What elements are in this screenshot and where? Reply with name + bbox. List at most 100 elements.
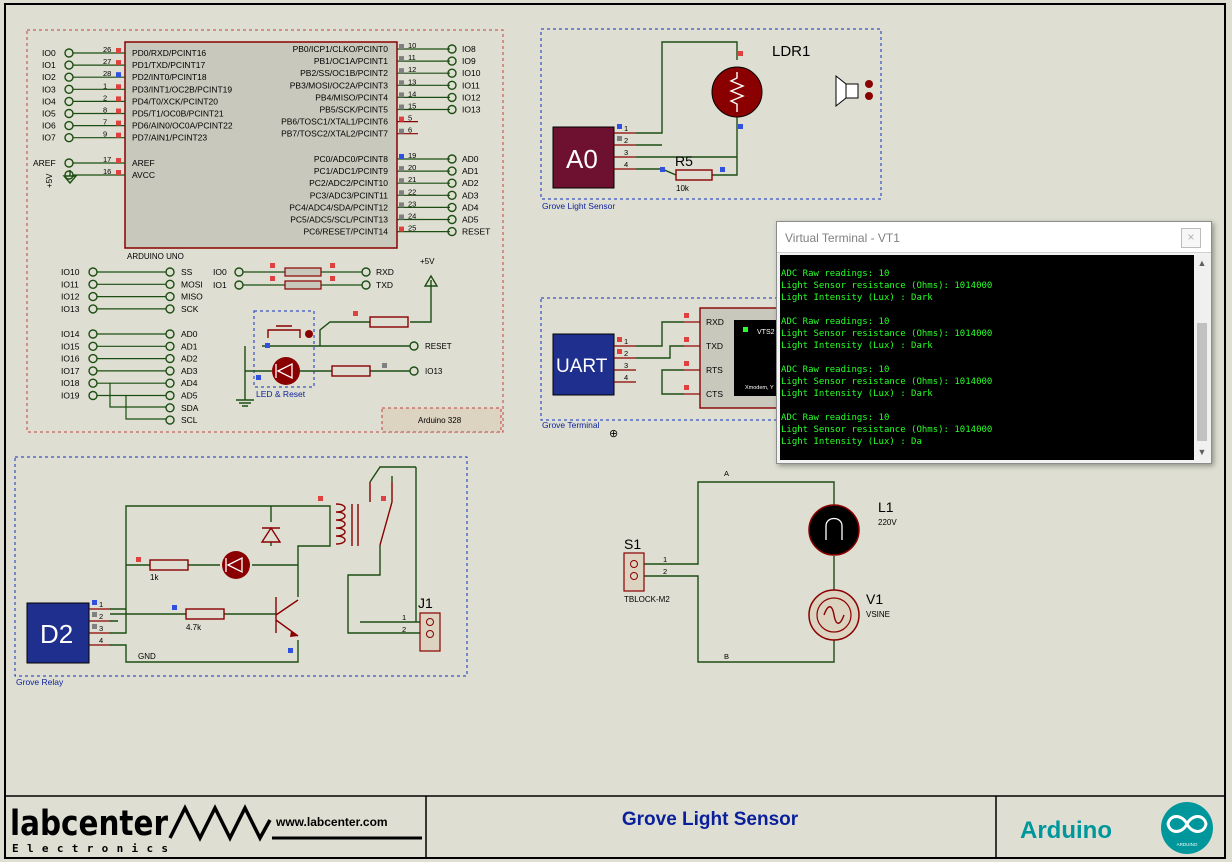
left-pin-number: 2 — [103, 93, 107, 102]
d2-module[interactable] — [26, 602, 90, 664]
header-right-label: AD3 — [181, 366, 198, 376]
vt-titlebar[interactable]: Virtual Terminal - VT1 × — [777, 222, 1211, 253]
vt-scrollbar-thumb[interactable] — [1197, 323, 1207, 441]
header-left-label: IO18 — [61, 378, 80, 388]
arduino-group-border — [26, 29, 504, 433]
header-right-label: AD0 — [181, 329, 198, 339]
indicator-led[interactable] — [272, 357, 300, 385]
avcc-power-arrow — [62, 170, 78, 185]
pin-state-marker — [116, 108, 121, 114]
pin-state-marker — [399, 190, 404, 196]
pin-state-marker — [288, 648, 293, 653]
header-right-terminal — [165, 403, 175, 413]
right-pin-number: 15 — [408, 102, 416, 111]
uart-module[interactable] — [552, 333, 615, 396]
right-pin-terminal — [447, 68, 457, 78]
light-source-icon[interactable] — [835, 74, 873, 108]
right-pin-number: 22 — [408, 187, 416, 196]
header-left-label: IO19 — [61, 391, 80, 401]
relay-led-symbol — [225, 556, 243, 574]
left-pin-name: PD1/TXD/PCINT17 — [132, 60, 205, 70]
ldr-resistor-symbol — [729, 72, 745, 112]
virtual-terminal-window[interactable]: Virtual Terminal - VT1 × ADC Raw reading… — [776, 221, 1212, 464]
vt-output-line: Light Sensor resistance (Ohms): 1014000 — [781, 377, 993, 387]
relay-contacts[interactable] — [369, 482, 393, 546]
reset-button-contact — [305, 330, 313, 338]
vt-title: Virtual Terminal - VT1 — [785, 231, 900, 245]
transistor-arrow — [290, 631, 298, 637]
mains-section[interactable]: S1 TBLOCK-M2 1 2 A B L1 220V V1 VSINE — [623, 469, 897, 663]
left-pin-name: PD5/T1/OC0B/PCINT21 — [132, 109, 224, 119]
right-pin-name: PC0/ADC0/PCINT8 — [314, 154, 388, 164]
relay-led[interactable] — [222, 551, 250, 579]
right-pin-name: PC3/ADC3/PCINT11 — [310, 190, 389, 200]
r5-resistor[interactable] — [675, 169, 713, 181]
vt-pin-label: CTS — [706, 389, 723, 399]
vcc-power-label: +5V — [420, 257, 435, 266]
right-pin-name: PB6/TOSC1/XTAL1/PCINT6 — [281, 117, 388, 127]
j1-connector[interactable] — [419, 612, 441, 652]
right-pin-name: PB1/OC1A/PCINT1 — [314, 56, 388, 66]
left-pin-terminal — [64, 120, 74, 131]
left-pin-name: PD4/T0/XCK/PCINT20 — [132, 96, 218, 106]
left-pin-name: PD0/RXD/PCINT16 — [132, 48, 206, 58]
header-right-label: AD1 — [181, 341, 198, 351]
right-pin-number: 10 — [408, 41, 416, 50]
header-right-terminal — [165, 341, 175, 351]
right-pin-terminal — [447, 104, 457, 115]
reset-pullup-resistor[interactable] — [369, 316, 409, 328]
right-pin-name: PB4/MISO/PCINT4 — [315, 92, 388, 102]
header-right-label: AD2 — [181, 354, 198, 364]
relay-transistor[interactable] — [275, 597, 299, 637]
close-button[interactable]: × — [1181, 228, 1201, 248]
left-pin-net-label: IO1 — [42, 60, 56, 70]
a0-module[interactable] — [552, 126, 615, 189]
vt-output-line: Light Sensor resistance (Ohms): 1014000 — [781, 425, 993, 435]
vt-scrollbar[interactable]: ▲ ▼ — [1195, 255, 1209, 460]
left-pin-name: PD2/INT0/PCINT18 — [132, 72, 207, 82]
right-pin-name: PC1/ADC1/PCINT9 — [314, 166, 388, 176]
ldr-component[interactable] — [711, 66, 763, 118]
vcc-power-arrow — [423, 274, 439, 287]
led-resistor[interactable] — [331, 365, 371, 377]
relay-1k-resistor[interactable] — [149, 559, 189, 571]
reset-button[interactable] — [267, 325, 301, 338]
scroll-up-icon[interactable]: ▲ — [1197, 258, 1207, 268]
module-pin-number: 2 — [624, 136, 628, 145]
right-pin-name: PB0/ICP1/CLKO/PCINT0 — [293, 44, 389, 54]
pin-state-marker — [353, 311, 358, 316]
arduino-logo-text: ARDUINO — [1177, 842, 1198, 847]
right-pin-terminal — [447, 80, 457, 91]
arduino-chip[interactable] — [124, 41, 398, 249]
relay-coil[interactable] — [335, 503, 359, 546]
header-left-terminal — [88, 329, 98, 339]
relay-group-border — [14, 456, 468, 677]
left-pin-terminal — [64, 84, 74, 95]
ground-symbol — [236, 346, 254, 407]
i2c-link-wire — [109, 383, 166, 420]
serial-right-label: TXD — [376, 280, 393, 290]
vt-output-line — [780, 352, 1194, 364]
lamp-l1[interactable] — [808, 504, 860, 556]
serial-left-terminal — [234, 267, 244, 277]
pin-state-marker — [684, 361, 689, 366]
pin-state-marker — [116, 72, 121, 78]
lamp-value: 220V — [878, 518, 897, 527]
scroll-down-icon[interactable]: ▼ — [1197, 447, 1207, 457]
vt-pin-label: RTS — [706, 365, 723, 375]
s1-pin2 — [630, 572, 638, 580]
pin-state-marker — [116, 158, 121, 163]
relay-4k7-resistor[interactable] — [185, 608, 225, 620]
avcc-pin-number: 16 — [103, 167, 111, 176]
pin-state-marker — [92, 612, 97, 617]
right-pin-terminal — [447, 44, 457, 54]
flyback-diode[interactable] — [260, 526, 282, 543]
right-pin-terminal — [447, 226, 457, 237]
